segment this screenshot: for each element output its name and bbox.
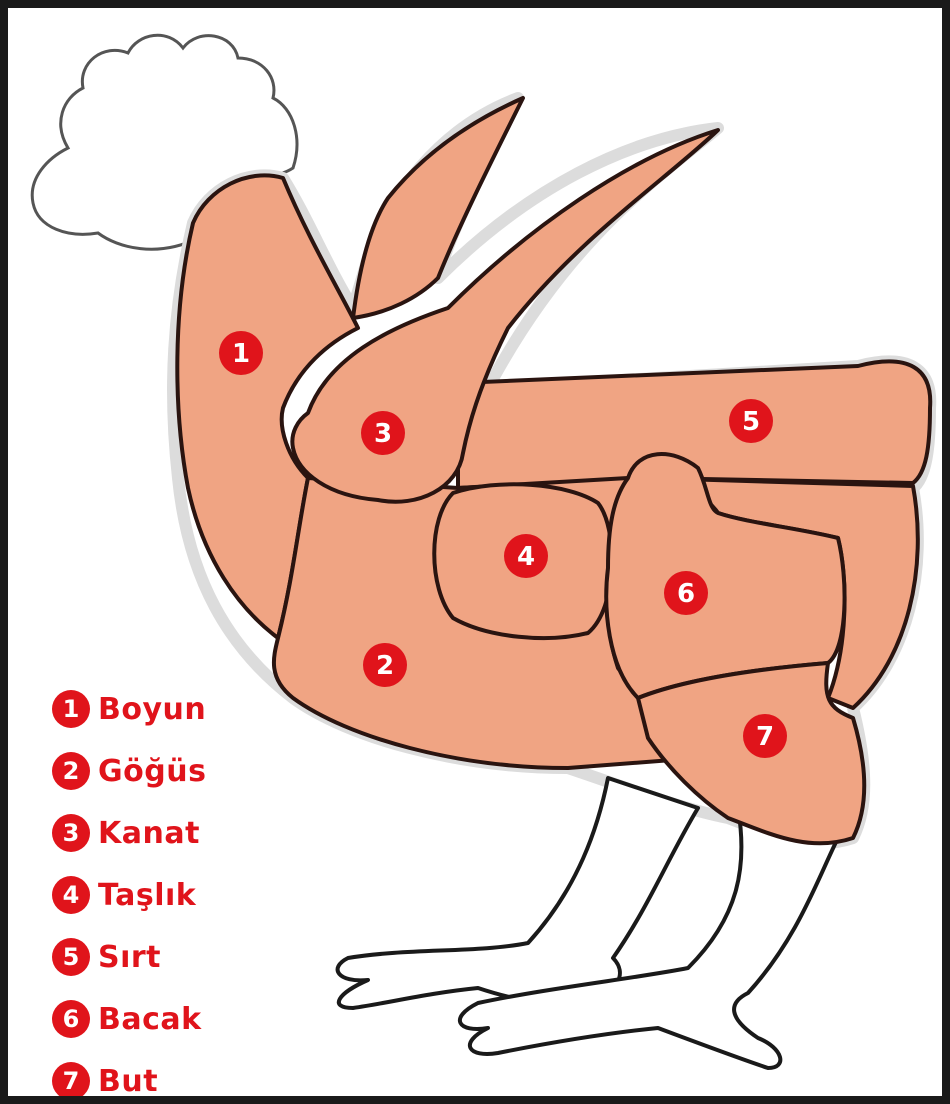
badge-2: 2 xyxy=(363,643,407,687)
legend-number: 1 xyxy=(52,690,90,728)
legend-number: 7 xyxy=(52,1062,90,1096)
badge-3-number: 3 xyxy=(374,419,392,449)
legend-item-sirt: 5 Sırt xyxy=(52,926,206,988)
legend-item-boyun: 1 Boyun xyxy=(52,678,206,740)
legend-label: Boyun xyxy=(98,692,206,727)
badge-3: 3 xyxy=(361,411,405,455)
badge-7: 7 xyxy=(743,714,787,758)
legend-label: Bacak xyxy=(98,1002,202,1037)
badge-2-number: 2 xyxy=(376,651,394,681)
legend-label: Kanat xyxy=(98,816,200,851)
legend-number: 5 xyxy=(52,938,90,976)
legend-item-taslik: 4 Taşlık xyxy=(52,864,206,926)
legend-item-but: 7 But xyxy=(52,1050,206,1096)
legend: 1 Boyun 2 Göğüs 3 Kanat 4 Taşlık 5 Sırt … xyxy=(52,678,206,1096)
chicken-cuts-diagram: 1 2 3 4 5 6 7 1 Boyun xyxy=(8,8,942,1096)
legend-item-gogus: 2 Göğüs xyxy=(52,740,206,802)
legend-number: 2 xyxy=(52,752,90,790)
legend-item-kanat: 3 Kanat xyxy=(52,802,206,864)
badge-1: 1 xyxy=(219,331,263,375)
legend-label: Sırt xyxy=(98,940,161,975)
badge-5: 5 xyxy=(729,399,773,443)
badge-6-number: 6 xyxy=(677,579,695,609)
legend-number: 4 xyxy=(52,876,90,914)
badge-4: 4 xyxy=(504,534,548,578)
badge-7-number: 7 xyxy=(756,722,774,752)
legend-number: 3 xyxy=(52,814,90,852)
legend-label: But xyxy=(98,1064,158,1097)
badge-4-number: 4 xyxy=(517,542,535,572)
legend-item-bacak: 6 Bacak xyxy=(52,988,206,1050)
badge-6: 6 xyxy=(664,571,708,615)
legend-number: 6 xyxy=(52,1000,90,1038)
badge-5-number: 5 xyxy=(742,407,760,437)
legend-label: Göğüs xyxy=(98,754,206,789)
badge-1-number: 1 xyxy=(232,339,250,369)
legend-label: Taşlık xyxy=(98,878,196,913)
